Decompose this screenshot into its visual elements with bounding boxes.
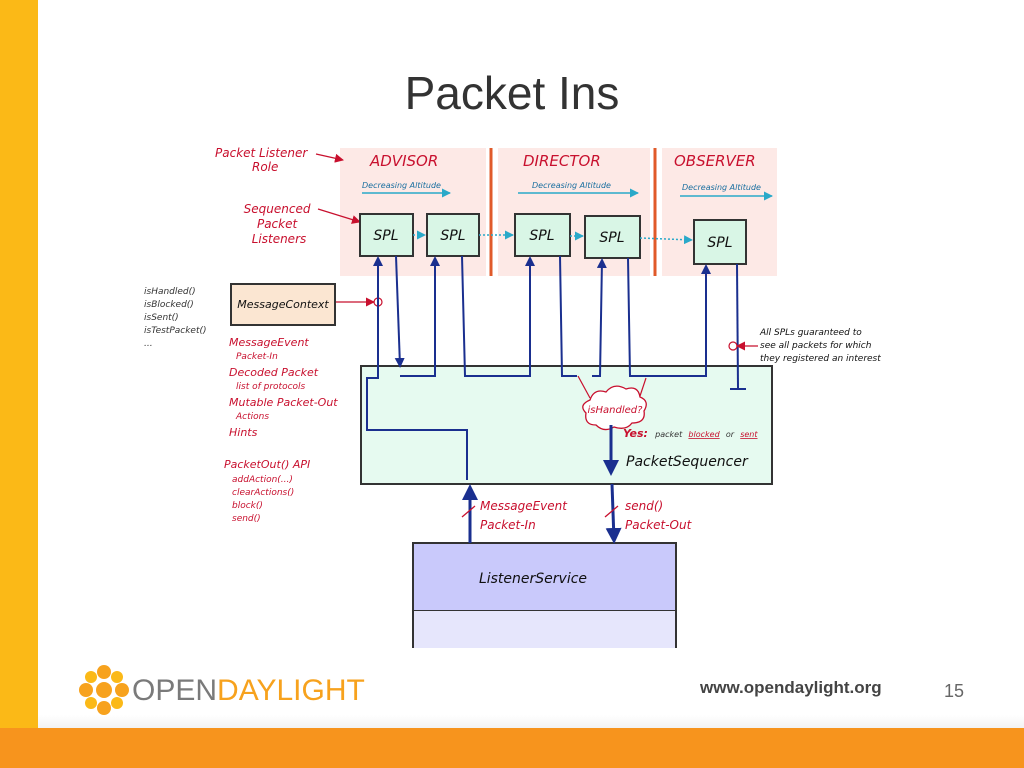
in-tick xyxy=(461,505,476,518)
sequenced-line: Packet xyxy=(257,217,299,231)
hints-label: Hints xyxy=(229,426,258,439)
packet-in-line: MessageEvent xyxy=(480,499,568,513)
context-method: isBlocked() xyxy=(144,300,194,310)
yes-note: Yes: packet blocked or sent xyxy=(623,427,758,440)
message-context-label: MessageContext xyxy=(237,298,329,311)
guarantee-line: see all packets for which xyxy=(760,341,872,351)
message-event-sub: Packet-In xyxy=(236,352,278,362)
is-handled-label: isHandled? xyxy=(588,405,644,416)
spl-label: SPL xyxy=(599,230,624,246)
spl-return-arrow xyxy=(394,255,405,368)
altitude-label: Decreasing Altitude xyxy=(362,181,441,190)
yes-or: or xyxy=(726,430,735,439)
out-tick xyxy=(604,505,619,518)
message-event-details: MessageEvent Packet-In Decoded Packet li… xyxy=(229,336,338,439)
packet-in-label: MessageEvent Packet-In xyxy=(480,499,571,532)
altitude-label: Decreasing Altitude xyxy=(682,183,761,192)
spl-chain-arrow xyxy=(639,235,693,245)
context-method: isSent() xyxy=(144,313,179,323)
listener-service-label: ListenerService xyxy=(479,571,587,587)
mutable-packet-label: Mutable Packet-Out xyxy=(229,396,338,409)
spl-box: SPL xyxy=(426,213,480,257)
packet-out-arrow xyxy=(605,483,622,544)
spl-forward-arrow xyxy=(627,257,711,377)
sequenced-line: Listeners xyxy=(252,232,307,246)
advisor-label: ADVISOR xyxy=(369,152,438,170)
packetout-method: block() xyxy=(232,501,263,511)
decoded-packet-label: Decoded Packet xyxy=(229,366,319,379)
yes-blocked: blocked xyxy=(688,430,720,439)
packet-out-line: Packet-Out xyxy=(625,518,693,532)
logo-daylight-text: DAYLIGHT xyxy=(217,674,365,707)
spl-forward-arrow xyxy=(592,258,607,377)
listener-service-box xyxy=(412,542,677,612)
spl-box: SPL xyxy=(584,215,641,259)
spl-label: SPL xyxy=(707,235,732,251)
packetout-api-title: PacketOut() API xyxy=(224,458,310,471)
director-label: DIRECTOR xyxy=(523,152,601,170)
packetout-method: send() xyxy=(232,514,261,524)
altitude-label: Decreasing Altitude xyxy=(532,181,611,190)
slide-title: Packet Ins xyxy=(404,67,620,119)
listener-role-label-text: Packet Listener xyxy=(215,146,308,160)
left-accent-bar xyxy=(0,0,38,728)
spl-label: SPL xyxy=(373,228,398,244)
spl-box: SPL xyxy=(693,219,747,265)
packetout-method: addAction(...) xyxy=(232,475,293,485)
footer-shade xyxy=(38,715,1024,728)
spl-forward-arrow xyxy=(400,256,440,377)
yes-sent: sent xyxy=(740,430,758,439)
yes-label: Yes: xyxy=(623,427,648,440)
spl-box: SPL xyxy=(359,213,414,257)
sequenced-pointer-arrow xyxy=(317,208,361,224)
bottom-accent-bar xyxy=(0,728,1024,768)
context-methods: isHandled() isBlocked() isSent() isTestP… xyxy=(144,287,209,349)
role-pointer-arrow xyxy=(315,153,344,163)
context-method: isTestPacket() xyxy=(144,326,207,336)
message-context-box xyxy=(230,283,336,326)
context-method: ... xyxy=(144,339,153,349)
cloud-pointer xyxy=(577,375,591,399)
opendaylight-logo-icon xyxy=(79,665,129,715)
spl-return-arrow xyxy=(736,263,739,389)
listener-service-lower xyxy=(413,611,676,648)
message-event-title: MessageEvent xyxy=(229,336,309,349)
page-number: 15 xyxy=(944,681,965,701)
logo-open-text: OPEN xyxy=(132,674,218,707)
listener-role-label-text-2: Role xyxy=(252,160,278,174)
packet-sequencer-label: PacketSequencer xyxy=(626,454,749,470)
spl-box: SPL xyxy=(514,213,571,257)
observer-label: OBSERVER xyxy=(674,152,756,170)
guarantee-line: they registered an interest xyxy=(760,354,881,364)
footer-url[interactable]: www.opendaylight.org xyxy=(700,678,882,697)
decoded-packet-sub: list of protocols xyxy=(236,382,306,392)
guarantee-note: All SPLs guaranteed to see all packets f… xyxy=(759,328,881,364)
context-method: isHandled() xyxy=(144,287,196,297)
spl-forward-arrow xyxy=(461,255,535,377)
guarantee-line: All SPLs guaranteed to xyxy=(759,328,862,338)
packet-out-label: send() Packet-Out xyxy=(625,499,693,532)
packetout-api: PacketOut() API addAction(...) clearActi… xyxy=(224,458,310,524)
opendaylight-wordmark: OPENDAYLIGHT xyxy=(132,674,365,708)
packet-out-line: send() xyxy=(625,499,663,513)
guarantee-tap-marker xyxy=(728,341,738,351)
listener-role-label: Packet Listener Role xyxy=(215,146,311,174)
is-handled-cloud xyxy=(582,385,647,431)
packet-in-line: Packet-In xyxy=(480,518,536,532)
yes-text: packet xyxy=(654,430,683,439)
packetout-method: clearActions() xyxy=(232,488,294,498)
cloud-pointer xyxy=(639,377,647,397)
sequenced-label: Sequenced Packet Listeners xyxy=(244,202,315,246)
spl-return-arrow xyxy=(559,255,577,377)
mutable-packet-sub: Actions xyxy=(235,412,269,422)
sequenced-line: Sequenced xyxy=(244,202,311,216)
event-up-arrow xyxy=(366,256,468,480)
packet-sequencer-box xyxy=(360,365,773,485)
spl-label: SPL xyxy=(440,228,465,244)
spl-label: SPL xyxy=(529,228,554,244)
